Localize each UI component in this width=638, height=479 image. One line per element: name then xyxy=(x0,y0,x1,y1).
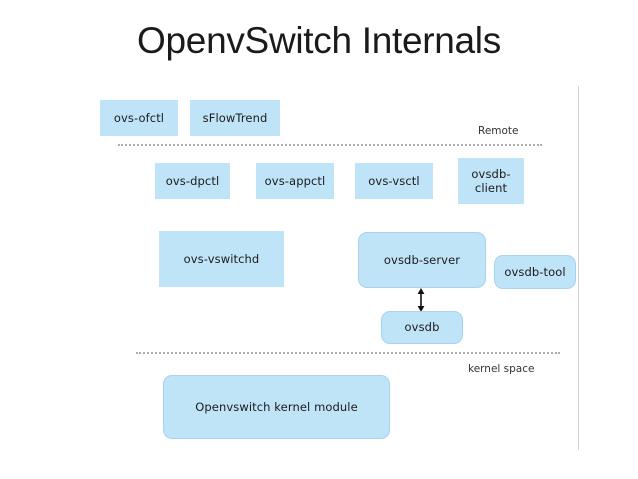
double-headed-vertical-arrow-icon xyxy=(414,288,428,312)
right-vertical-rule xyxy=(578,86,579,450)
remote-divider xyxy=(118,144,542,146)
node-sflowtrend-label: sFlowTrend xyxy=(202,110,268,125)
node-ovsdb-server[interactable]: ovsdb-server xyxy=(358,232,486,288)
kernel-divider xyxy=(136,352,560,354)
node-ovsdb-client-label-line1: ovsdb- xyxy=(471,166,511,181)
node-ovs-appctl-label: ovs-appctl xyxy=(264,173,326,188)
node-ovsdb[interactable]: ovsdb xyxy=(381,311,463,344)
node-ovs-dpctl[interactable]: ovs-dpctl xyxy=(155,163,230,199)
node-ovsdb-server-label: ovsdb-server xyxy=(383,252,461,267)
node-ovs-vsctl[interactable]: ovs-vsctl xyxy=(355,163,433,199)
node-ovs-ofctl[interactable]: ovs-ofctl xyxy=(100,100,178,136)
node-kernel-module-label: Openvswitch kernel module xyxy=(195,399,358,414)
node-ovs-vsctl-label: ovs-vsctl xyxy=(368,173,420,188)
node-sflowtrend[interactable]: sFlowTrend xyxy=(190,100,280,136)
node-ovs-vswitchd-label: ovs-vswitchd xyxy=(183,251,260,266)
node-ovs-ofctl-label: ovs-ofctl xyxy=(113,110,165,125)
node-ovsdb-tool-label: ovsdb-tool xyxy=(504,264,566,279)
remote-zone-label: Remote xyxy=(478,125,519,137)
page-title: OpenvSwitch Internals xyxy=(137,20,501,61)
node-kernel-module[interactable]: Openvswitch kernel module xyxy=(163,375,390,439)
node-ovs-vswitchd[interactable]: ovs-vswitchd xyxy=(159,231,284,287)
kernel-zone-label: kernel space xyxy=(468,363,535,375)
node-ovs-dpctl-label: ovs-dpctl xyxy=(165,173,220,188)
node-ovsdb-tool[interactable]: ovsdb-tool xyxy=(494,255,576,289)
node-ovsdb-client-label-line2: client xyxy=(474,181,508,195)
node-ovsdb-client[interactable]: ovsdb- client xyxy=(458,158,524,204)
node-ovs-appctl[interactable]: ovs-appctl xyxy=(256,163,334,199)
node-ovsdb-label: ovsdb xyxy=(404,320,440,335)
